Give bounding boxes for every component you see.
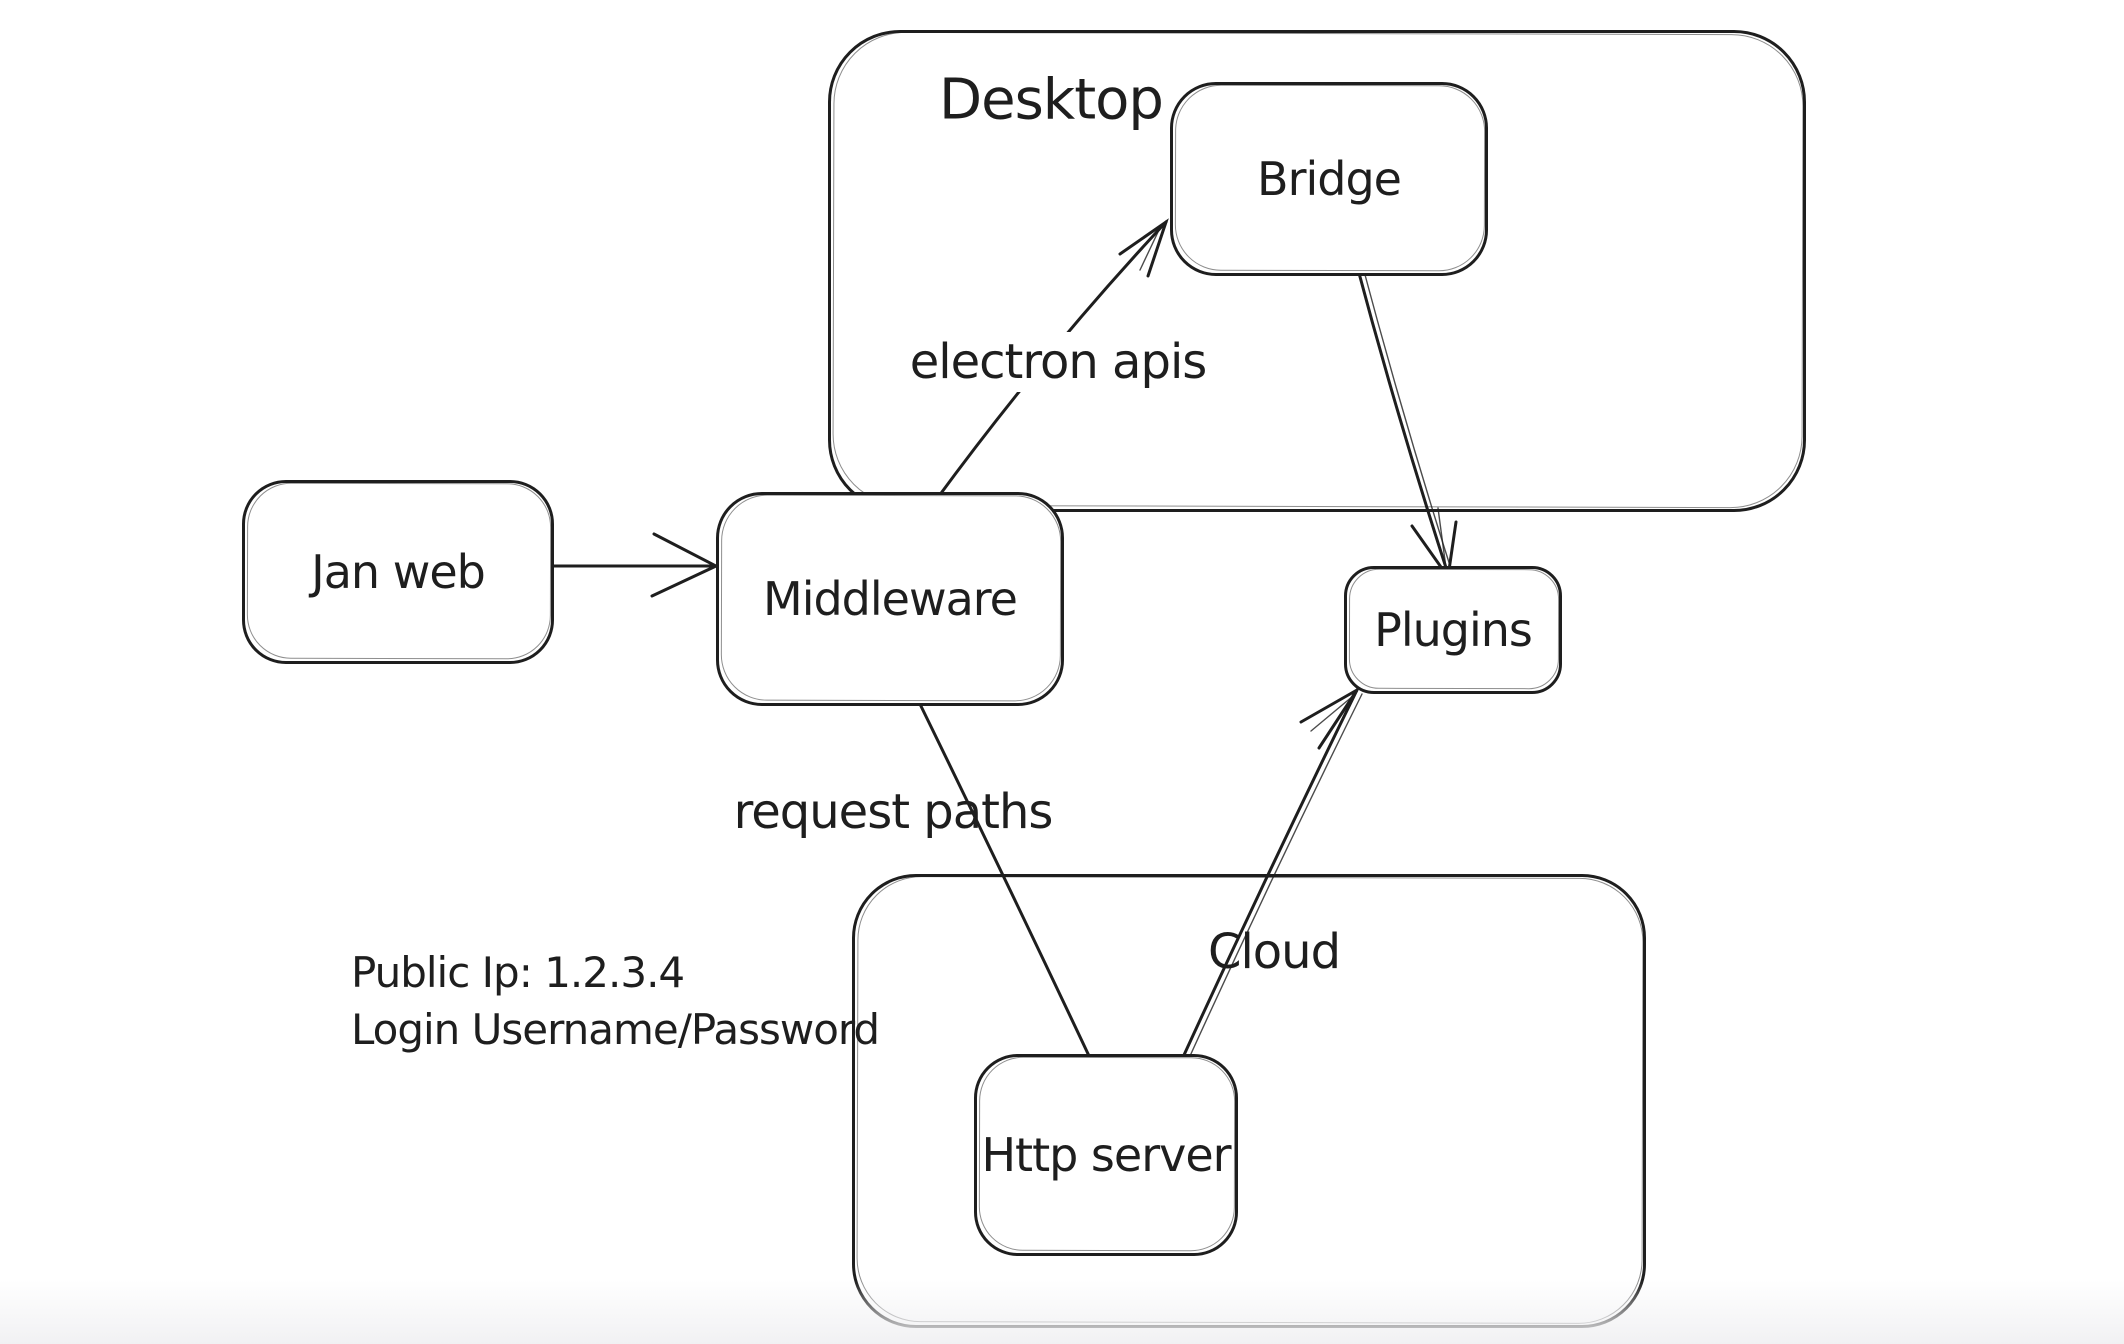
node-bridge[interactable]: Bridge xyxy=(1170,82,1488,276)
arrowhead-into-plugins-bottom xyxy=(1299,688,1359,750)
note-public-ip: Public Ip: 1.2.3.4 xyxy=(351,948,685,997)
arrowhead-sketch-stroke xyxy=(1437,507,1447,569)
cloud-container-label: Cloud xyxy=(1207,924,1341,980)
desktop-container-label: Desktop xyxy=(939,67,1164,133)
node-http-server[interactable]: Http server xyxy=(974,1054,1238,1256)
node-plugins[interactable]: Plugins xyxy=(1344,566,1562,694)
arrowhead-sketch-stroke xyxy=(1310,695,1354,732)
edge-label-electron-apis: electron apis xyxy=(899,332,1217,392)
notes-block: Public Ip: 1.2.3.4 Login Username/Passwo… xyxy=(351,944,880,1058)
node-middleware[interactable]: Middleware xyxy=(716,492,1064,706)
jan-web-label: Jan web xyxy=(311,545,486,599)
desktop-container[interactable] xyxy=(828,30,1806,512)
edge-label-request-paths: request paths xyxy=(733,784,1054,840)
node-jan-web[interactable]: Jan web xyxy=(242,480,554,664)
note-login: Login Username/Password xyxy=(351,1005,880,1054)
arrowhead-into-middleware xyxy=(650,532,720,598)
bridge-label: Bridge xyxy=(1257,152,1402,206)
middleware-label: Middleware xyxy=(763,572,1018,626)
edge-janweb-middleware[interactable] xyxy=(550,532,720,598)
http-server-label: Http server xyxy=(981,1128,1231,1182)
plugins-label: Plugins xyxy=(1374,603,1533,657)
